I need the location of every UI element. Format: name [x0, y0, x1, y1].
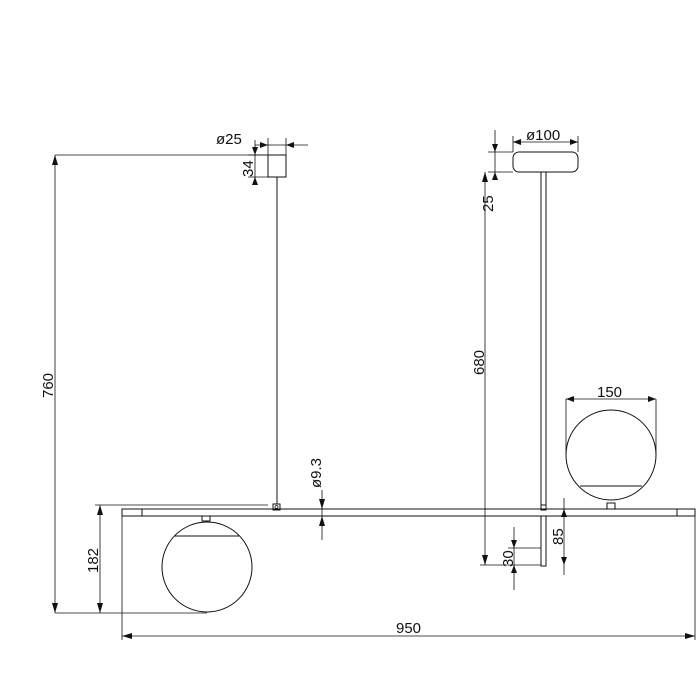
bar-stub: [540, 515, 547, 567]
label-large-canopy-diameter: ø100: [526, 127, 560, 144]
label-globe-diameter: 150: [597, 384, 622, 401]
dim-bar-thickness: ø9.3: [308, 458, 325, 540]
label-end-stub: 30: [500, 550, 517, 567]
label-small-canopy-diameter: ø25: [216, 131, 242, 148]
label-large-canopy-height: 25: [480, 195, 497, 212]
lower-globe: [161, 515, 253, 613]
label-total-height: 760: [40, 373, 57, 398]
dim-end-stub: 30: [500, 527, 541, 590]
dim-rod-height: 680: [471, 172, 541, 566]
dim-large-canopy-height: 25: [480, 130, 513, 212]
dim-large-canopy-diameter: ø100: [512, 127, 579, 152]
dim-lower-globe-drop: 182: [85, 504, 268, 613]
bar-end-cap-left: [121, 508, 143, 517]
label-total-width: 950: [396, 620, 421, 637]
label-rod-height: 680: [471, 350, 488, 375]
horizontal-bar: [121, 508, 696, 567]
label-bar-thickness: ø9.3: [308, 458, 325, 488]
label-lower-globe-drop: 182: [85, 548, 102, 573]
left-suspension: [267, 154, 287, 511]
upper-globe: [565, 409, 657, 510]
large-canopy: [512, 151, 579, 173]
label-small-canopy-height: 34: [240, 160, 257, 177]
dim-globe-diameter: 150: [565, 384, 657, 455]
small-canopy: [267, 154, 287, 178]
dim-total-width: 950: [121, 516, 696, 640]
bar-end-cap-right: [676, 508, 696, 517]
right-suspension: [512, 151, 579, 511]
wire-clamp: [272, 503, 281, 511]
label-upper-globe-offset: 85: [550, 528, 567, 545]
dim-small-canopy-height: 34: [240, 140, 268, 185]
dim-total-height: 760: [40, 154, 268, 614]
dim-small-canopy-diameter: ø25: [216, 131, 308, 155]
dim-upper-globe-offset: 85: [546, 498, 570, 575]
